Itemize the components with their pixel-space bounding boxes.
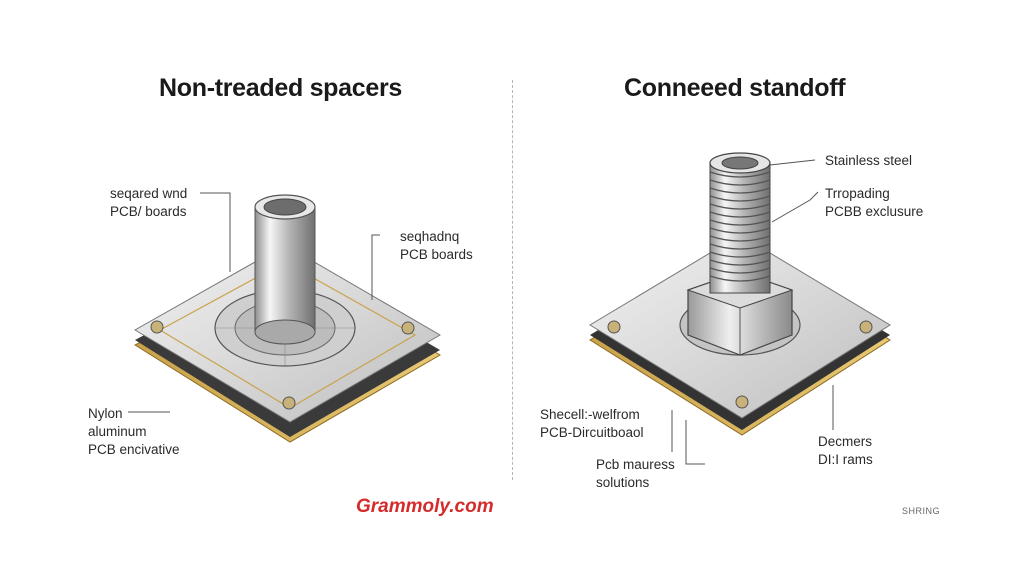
screw-icon — [282, 396, 296, 410]
left-spacer-cylinder — [254, 206, 316, 333]
left-title: Non-treaded spacers — [159, 74, 402, 102]
right-title: Conneeed standoff — [624, 74, 846, 102]
right-label-material: Stainless steel — [825, 153, 913, 168]
screw-icon — [859, 320, 873, 334]
screw-icon — [607, 320, 621, 334]
screw-icon — [401, 321, 415, 335]
section-divider — [512, 80, 513, 480]
brand-mark: SHRING — [902, 506, 941, 516]
left-spacer-illustration — [128, 192, 441, 443]
screw-icon — [150, 320, 164, 334]
right-standoff-illustration — [589, 152, 891, 465]
screw-icon — [735, 395, 749, 409]
watermark-text: Grammoly.com — [356, 496, 494, 517]
